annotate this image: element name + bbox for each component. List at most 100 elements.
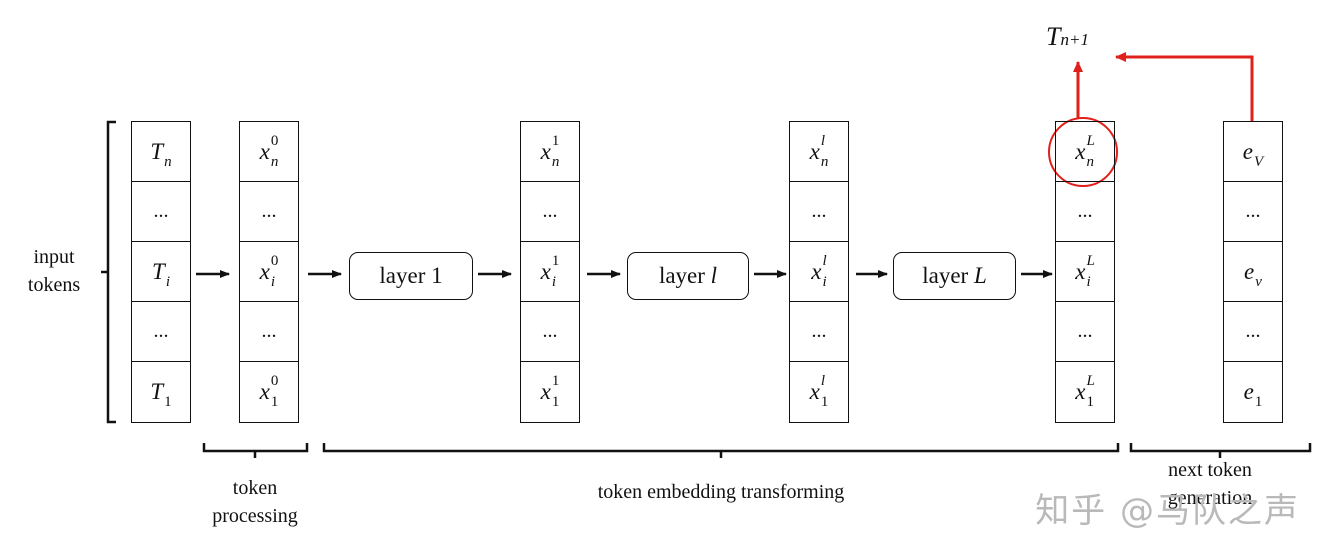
vocab-cell: e 1: [1224, 362, 1282, 422]
cell-symbol: e: [1242, 138, 1254, 164]
highlight-circle: [1048, 117, 1118, 187]
cell-subscript: n: [164, 153, 172, 170]
cell-superscript: 0: [270, 373, 279, 389]
input-bracket: [106, 120, 116, 424]
cell-superscript: 1: [551, 252, 560, 269]
ellipsis-cell: ...: [521, 182, 579, 242]
cell-superscript: [1255, 374, 1263, 389]
ellipsis-cell: ...: [521, 302, 579, 362]
red-arrow-from-vocab: [1115, 52, 1254, 121]
cell-superscript: L: [1086, 373, 1095, 389]
input-cell: T i: [132, 242, 190, 302]
ellipsis-cell: ...: [240, 182, 298, 242]
cell-subscript: n: [551, 153, 560, 170]
vocab-embedding-column: e V...e v...e 1: [1223, 121, 1283, 423]
input-tokens-label: input tokens: [27, 246, 81, 296]
brace-token-embedding: [322, 443, 1120, 458]
ellipsis-cell: ...: [1224, 182, 1282, 242]
cell-subscript: 1: [1254, 394, 1263, 410]
vocab-cell: e V: [1224, 122, 1282, 182]
cell-superscript: l: [820, 373, 826, 389]
cell-symbol: x: [259, 379, 270, 404]
cell-subscript: 1: [551, 394, 560, 410]
ellipsis-cell: ...: [240, 302, 298, 362]
cell-symbol: T: [152, 258, 165, 284]
cell-symbol: x: [259, 258, 270, 284]
cell-superscript: 1: [551, 132, 560, 149]
cell-symbol: x: [540, 379, 551, 404]
cell-superscript: L: [1086, 132, 1095, 149]
cell-subscript: i: [551, 273, 557, 290]
cell-symbol: x: [1075, 379, 1086, 404]
cell-superscript: [1254, 134, 1263, 149]
cell-superscript: l: [822, 252, 827, 269]
cell-subscript: 1: [1086, 394, 1094, 410]
cell-subscript: n: [270, 153, 279, 170]
next-token-label: next token generation: [1167, 459, 1253, 509]
cell-subscript: i: [1086, 273, 1091, 290]
cell-symbol: x: [1075, 138, 1086, 164]
ellipsis-cell: ...: [790, 182, 848, 242]
layer-l-box: layer l: [627, 252, 749, 300]
cell-indices: 1: [164, 374, 172, 410]
ellipsis-cell: ...: [1224, 302, 1282, 362]
brace-next-token: [1129, 443, 1312, 458]
cell-superscript: [166, 254, 170, 269]
cell-symbol: x: [811, 258, 822, 284]
input-cell: T 1: [132, 362, 190, 422]
ellipsis-cell: ...: [790, 302, 848, 362]
cell-symbol: x: [809, 379, 820, 404]
cell-subscript: 1: [270, 394, 279, 410]
cell-subscript: n: [820, 153, 829, 170]
cell-superscript: L: [1086, 252, 1095, 269]
brace-token-processing: [202, 443, 309, 458]
cell-indices: v: [1255, 254, 1262, 289]
cell-superscript: [164, 374, 172, 389]
cell-subscript: i: [822, 273, 827, 290]
ellipsis-cell: ...: [132, 302, 190, 362]
output-token-label: Tn+1: [1046, 22, 1089, 51]
input-token-column: T n...T i...T 1: [131, 121, 191, 423]
cell-subscript: i: [165, 273, 170, 290]
cell-symbol: x: [259, 138, 270, 164]
layer-1-box: layer 1: [349, 252, 473, 300]
cell-symbol: x: [809, 138, 820, 164]
watermark: 知乎 @马队之声: [1035, 491, 1300, 531]
cell-subscript: V: [1254, 153, 1264, 170]
ellipsis-cell: ...: [132, 182, 190, 242]
cell-subscript: 1: [164, 394, 172, 410]
cell-symbol: T: [150, 138, 164, 164]
cell-superscript: [1255, 254, 1262, 269]
ellipsis-cell: ...: [1056, 302, 1114, 362]
cell-indices: n: [164, 137, 172, 170]
cell-symbol: x: [1075, 258, 1086, 284]
cell-superscript: l: [820, 132, 826, 149]
cell-indices: V: [1254, 134, 1264, 170]
cell-symbol: x: [540, 258, 551, 284]
cell-symbol: x: [540, 138, 551, 164]
cell-symbol: T: [150, 379, 164, 404]
cell-superscript: 0: [270, 252, 279, 269]
vocab-cell: e v: [1224, 242, 1282, 302]
